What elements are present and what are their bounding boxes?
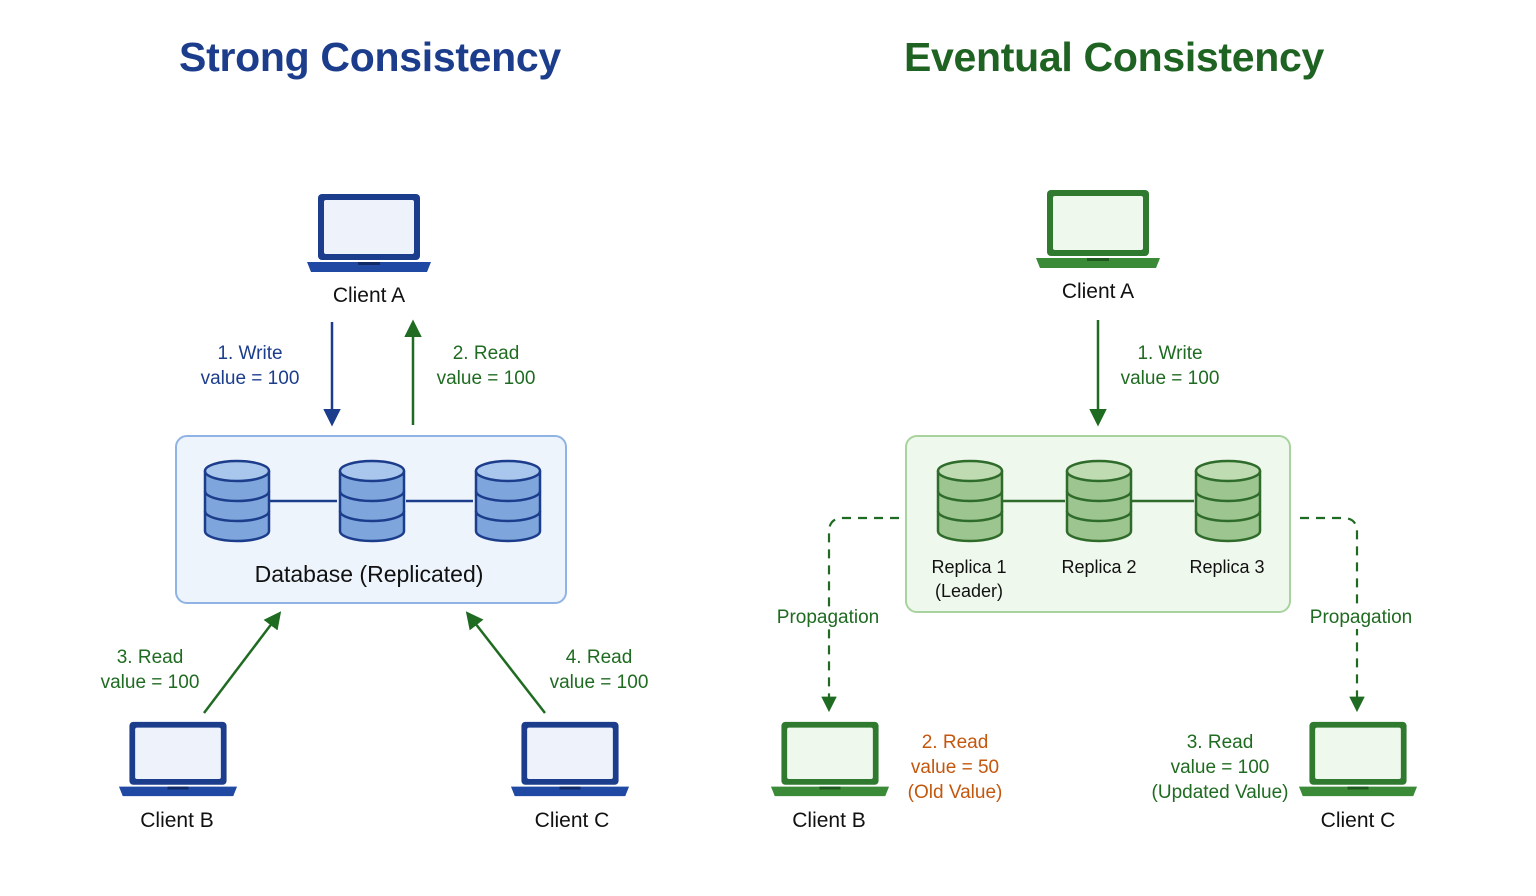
strong-client-c-label: Client C xyxy=(534,809,610,832)
strong-consistency-title: Strong Consistency xyxy=(179,34,561,80)
eventual-step1-note: 1. Write value = 100 xyxy=(1121,341,1220,391)
step-value: value = 100 xyxy=(100,672,200,693)
step-status: (Old Value) xyxy=(907,782,1003,803)
eventual-consistency-title: Eventual Consistency xyxy=(903,34,1325,80)
laptop-icon xyxy=(510,719,630,799)
read-arrow xyxy=(203,611,282,714)
propagation-left-label: Propagation xyxy=(774,607,882,629)
database-icon xyxy=(1194,459,1262,543)
step-value: value = 100 xyxy=(1120,368,1220,389)
step-status: (Updated Value) xyxy=(1151,782,1289,803)
strong-step2-note: 2. Read value = 100 xyxy=(437,341,536,391)
eventual-step2-note: 2. Read value = 50 (Old Value) xyxy=(908,730,1003,805)
step-value: value = 100 xyxy=(1170,757,1270,778)
database-icon xyxy=(203,459,271,543)
step-title: 1. Write xyxy=(1137,343,1203,364)
replica-1-label: Replica 1 (Leader) xyxy=(931,555,1006,603)
eventual-step3-note: 3. Read value = 100 (Updated Value) xyxy=(1152,730,1289,805)
step-title: 1. Write xyxy=(217,343,283,364)
step-title: 3. Read xyxy=(1186,732,1254,753)
laptop-icon xyxy=(1298,719,1418,799)
eventual-client-a-label: Client A xyxy=(1061,280,1135,303)
database-icon xyxy=(936,459,1004,543)
replica-name: Replica 1 xyxy=(931,557,1007,577)
propagation-right-label: Propagation xyxy=(1307,607,1415,629)
step-title: 3. Read xyxy=(116,647,184,668)
laptop-icon xyxy=(1035,188,1161,270)
strong-client-a-label: Client A xyxy=(332,284,406,307)
database-replicated-label: Database (Replicated) xyxy=(254,561,484,587)
strong-step1-note: 1. Write value = 100 xyxy=(201,341,300,391)
database-icon xyxy=(474,459,542,543)
laptop-icon xyxy=(306,192,432,274)
laptop-icon xyxy=(770,719,890,799)
database-icon xyxy=(1065,459,1133,543)
replica-role: (Leader) xyxy=(934,581,1004,601)
database-icon xyxy=(338,459,406,543)
laptop-icon xyxy=(118,719,238,799)
replica-3-label: Replica 3 xyxy=(1189,557,1265,577)
step-title: 4. Read xyxy=(565,647,633,668)
propagation-arrow xyxy=(821,516,899,713)
step-title: 2. Read xyxy=(452,343,520,364)
step-title: 2. Read xyxy=(921,732,989,753)
strong-step3-note: 3. Read value = 100 xyxy=(101,645,200,695)
step-value: value = 100 xyxy=(200,368,300,389)
step-value: value = 100 xyxy=(436,368,536,389)
strong-step4-note: 4. Read value = 100 xyxy=(550,645,649,695)
eventual-client-b-label: Client B xyxy=(792,809,866,832)
strong-client-b-label: Client B xyxy=(140,809,214,832)
step-value: value = 50 xyxy=(910,757,1000,778)
eventual-client-c-label: Client C xyxy=(1320,809,1396,832)
read-arrow xyxy=(465,611,546,714)
step-value: value = 100 xyxy=(549,672,649,693)
propagation-arrow xyxy=(1300,516,1365,713)
replica-2-label: Replica 2 xyxy=(1061,557,1137,577)
